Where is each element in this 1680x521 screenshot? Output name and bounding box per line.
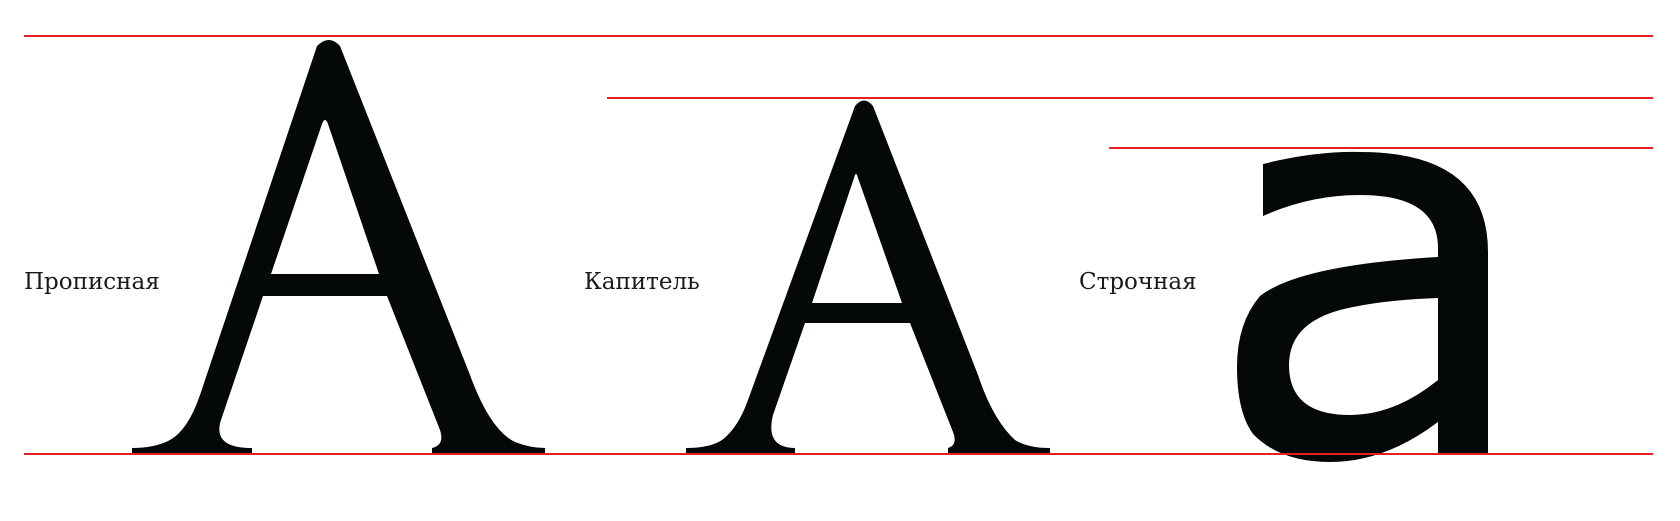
capital-letter-a — [132, 40, 545, 453]
lowercase-label: Строчная — [1079, 269, 1197, 295]
small-cap-letter-a — [686, 100, 1050, 453]
small-cap-label: Капитель — [584, 269, 700, 295]
lowercase-letter-a — [1237, 151, 1488, 462]
capital-label: Прописная — [24, 269, 160, 295]
